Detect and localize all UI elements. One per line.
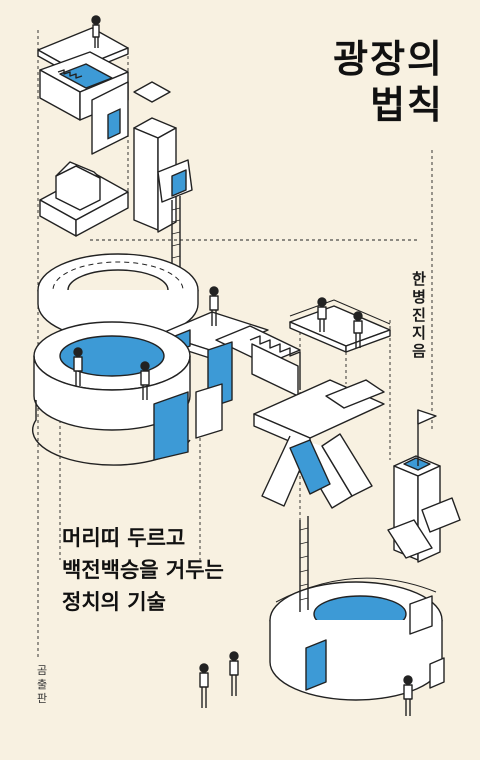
block-g [39, 51, 129, 155]
pool-cylinder [269, 577, 445, 701]
title-line-2: 법칙 [370, 83, 444, 127]
subtitle-line-1: 머리띠 두르고 [62, 526, 186, 550]
person-platform-1 [317, 297, 327, 332]
person-bottom-1 [199, 663, 209, 708]
person-stage-1 [73, 347, 83, 386]
block-j [253, 379, 385, 509]
cylinder-stage [31, 321, 223, 466]
publisher-name: 곰출판 [36, 664, 48, 705]
person-platform-2 [353, 311, 363, 348]
book-subtitle: 머리띠 두르고 백전백승을 거두는 정치의 기술 [62, 522, 224, 618]
block-tower [133, 81, 193, 300]
person-bottom-3 [403, 675, 413, 716]
title-line-1: 광장의 [333, 37, 444, 81]
subtitle-line-3: 정치의 기술 [62, 590, 166, 614]
person-walkway [209, 286, 219, 326]
right-platform [289, 299, 391, 384]
block-flag-tower [387, 409, 461, 563]
ladder-lower [299, 516, 309, 612]
subtitle-line-2: 백전백승을 거두는 [62, 558, 224, 582]
author-credit: 한병진 지음 [412, 270, 426, 360]
book-title: 광장의 법칙 [333, 36, 444, 128]
person-bottom-2 [229, 651, 239, 696]
person-top [91, 15, 101, 48]
person-stage-2 [140, 361, 150, 400]
block-house [39, 161, 129, 237]
